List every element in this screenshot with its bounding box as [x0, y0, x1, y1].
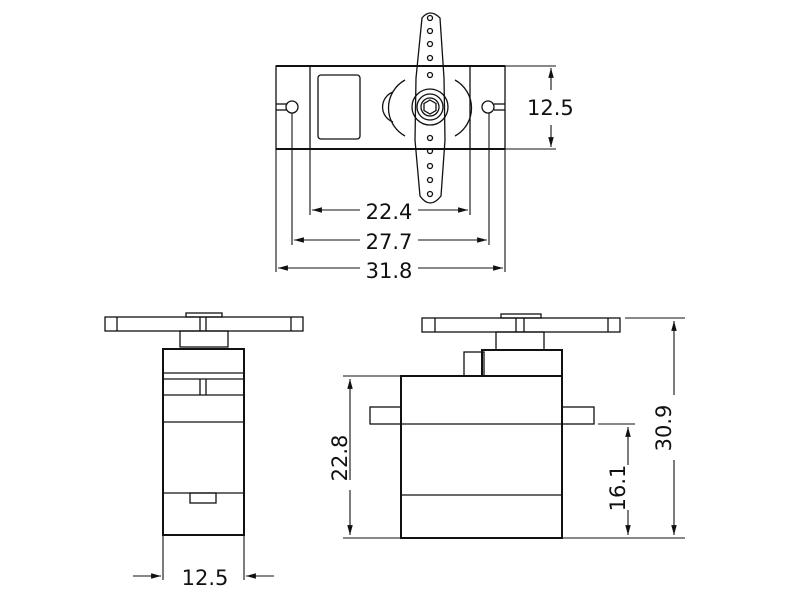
dim-tab-height: 16.1: [606, 465, 630, 512]
side-view: 12.5: [104, 312, 304, 590]
dim-body-height: 22.8: [328, 435, 352, 482]
horn-side: [104, 316, 304, 332]
servo-horn: [414, 12, 446, 204]
dim-overall-height: 30.9: [652, 405, 676, 452]
dim-side-width: 12.5: [182, 566, 229, 590]
mount-hole-right: [481, 100, 505, 114]
top-view: 22.4 27.7 31.8 12.5: [275, 12, 574, 283]
front-view: 22.8 16.1 30.9: [328, 313, 685, 539]
dim-hole-spacing: 27.7: [366, 230, 413, 254]
dim-inner-width: 22.4: [366, 200, 413, 224]
mount-hole-left: [276, 100, 299, 114]
dim-overall-width: 31.8: [366, 259, 413, 283]
horn-holes: [426, 14, 434, 198]
dim-body-depth: 12.5: [527, 96, 574, 120]
label-window: [317, 74, 361, 140]
